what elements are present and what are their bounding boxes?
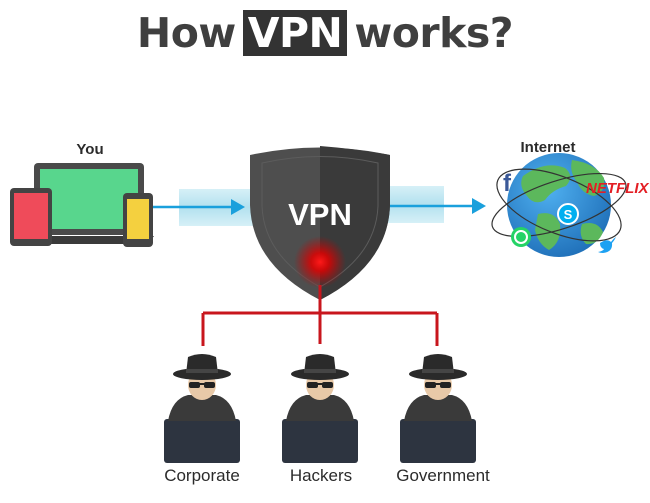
shield-vpn-label: VPN <box>288 197 352 232</box>
shield-icon <box>250 146 390 300</box>
diagram-title: How VPN works? <box>0 6 650 60</box>
spy-icon <box>164 354 240 463</box>
skype-icon: S <box>557 203 579 225</box>
globe-icon <box>491 153 627 257</box>
facebook-icon: f <box>503 170 512 197</box>
spy-icon <box>400 354 476 463</box>
red-connector-lines <box>201 285 439 346</box>
arrow-to-vpn <box>153 199 245 215</box>
label-government: Government <box>396 466 490 485</box>
arrow-to-internet <box>388 198 486 214</box>
phone-icon <box>123 193 153 247</box>
spy-icon <box>282 354 358 463</box>
label-internet: Internet <box>520 139 576 156</box>
label-you: You <box>76 141 104 158</box>
tablet-icon <box>10 188 52 246</box>
netflix-logo: NETFLIX <box>586 180 649 197</box>
whatsapp-icon <box>511 227 531 247</box>
label-corporate: Corporate <box>164 466 240 485</box>
tunnel-right <box>386 186 444 223</box>
svg-text:S: S <box>564 207 573 222</box>
twitter-icon <box>598 237 616 253</box>
title-how: How <box>136 9 236 57</box>
title-vpn-highlight: VPN <box>242 10 348 56</box>
title-works: works? <box>354 9 514 57</box>
label-hackers: Hackers <box>289 466 353 485</box>
laptop-icon <box>24 163 154 244</box>
